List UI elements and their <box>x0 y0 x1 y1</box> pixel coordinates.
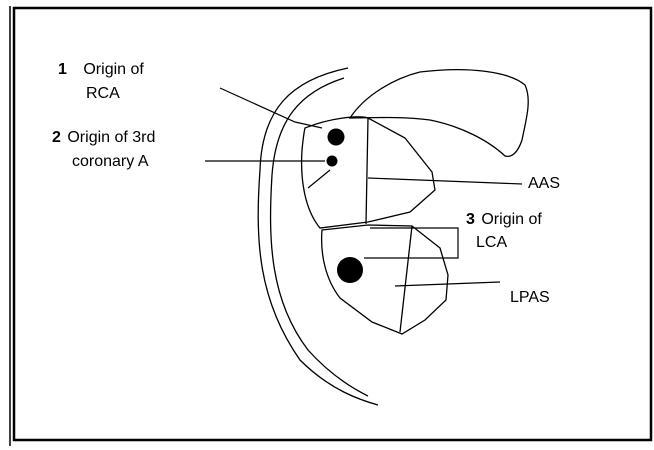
lca-label-number: 3 <box>466 211 475 228</box>
third-coronary-label-line2-row: coronary A <box>72 152 148 171</box>
rca-label-line2-row: RCA <box>86 84 120 103</box>
pulmonary-sinus-outline <box>322 225 448 334</box>
inner-wall-curve <box>271 78 368 396</box>
rca-origin-dot <box>328 129 345 146</box>
lca-origin-dot <box>337 257 363 283</box>
rca-label-line1: Origin of <box>83 61 143 78</box>
lca-label-line2: LCA <box>476 234 507 251</box>
upper-right-leaflet <box>350 70 528 157</box>
third-coronary-label-number: 2 <box>52 129 61 146</box>
rca-label-number: 1 <box>58 61 67 78</box>
rca-leader-line <box>220 88 322 128</box>
aas-label: AAS <box>528 174 560 193</box>
lca-label-line2-row: LCA <box>476 233 507 252</box>
third-coronary-extra-line <box>308 170 330 188</box>
aortic-sinus-divider <box>366 118 368 224</box>
third-coronary-origin-dot <box>327 156 338 167</box>
third-coronary-label-line2: coronary A <box>72 153 148 170</box>
lca-label: 3 Origin of <box>466 210 542 229</box>
rca-label: 1 Origin of <box>58 60 144 79</box>
lpas-label: LPAS <box>510 288 550 307</box>
rca-label-line2: RCA <box>86 85 120 102</box>
aas-leader-line <box>368 178 522 184</box>
lca-label-line1: Origin of <box>481 211 541 228</box>
third-coronary-label: 2 Origin of 3rd <box>52 128 155 147</box>
pulmonary-sinus-divider <box>400 226 412 332</box>
third-coronary-label-line1: Origin of 3rd <box>67 129 155 146</box>
lpas-label-text: LPAS <box>510 289 550 306</box>
aas-label-text: AAS <box>528 175 560 192</box>
outer-wall-curve <box>258 68 378 405</box>
